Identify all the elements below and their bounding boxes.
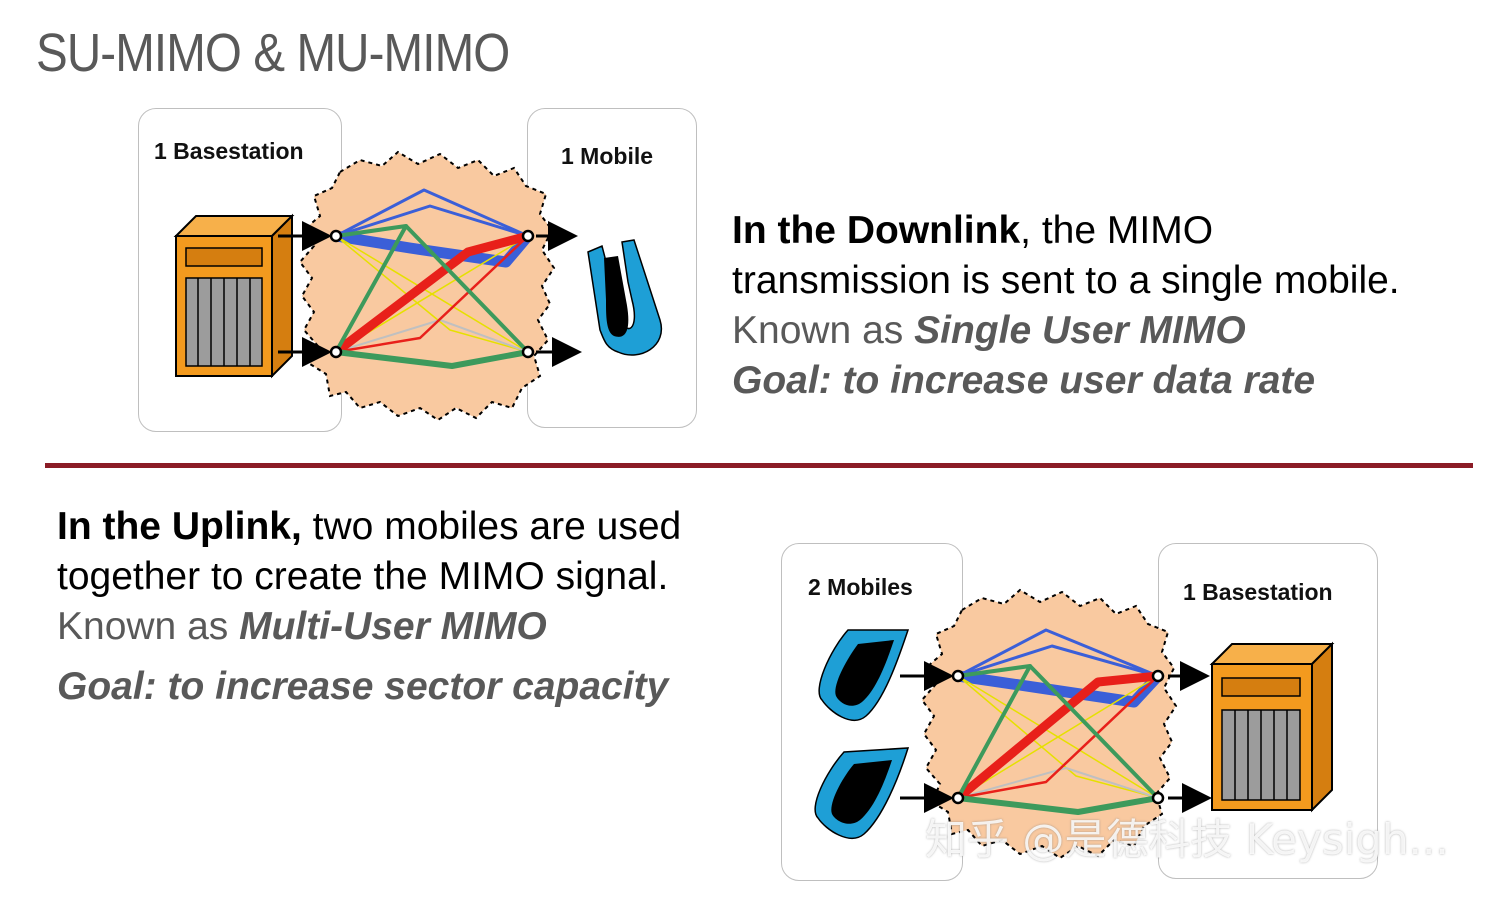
uplink-line-2: together to create the MIMO signal. bbox=[57, 555, 669, 598]
downlink-goal: Goal: to increase user data rate bbox=[732, 356, 1315, 406]
uplink-goal-text: Goal: to increase sector capacity bbox=[57, 665, 669, 708]
downlink-known-term: Single User MIMO bbox=[914, 309, 1246, 352]
mobile-phone-icon-upper bbox=[818, 629, 910, 721]
basestation-icon-top bbox=[173, 213, 295, 379]
basestation-icon-bottom bbox=[1209, 641, 1335, 813]
downlink-line-2: transmission is sent to a single mobile. bbox=[732, 259, 1400, 302]
mobile-phone-icon-top bbox=[587, 239, 663, 356]
uplink-known-as: Known as Multi-User MIMO bbox=[57, 602, 547, 652]
section-divider bbox=[45, 463, 1473, 468]
uplink-line-1: In the Uplink, two mobiles are used bbox=[57, 502, 681, 552]
uplink-known-term: Multi-User MIMO bbox=[239, 605, 547, 648]
uplink-bold-lead: In the Uplink, bbox=[57, 505, 302, 548]
basestation-label-bottom: 1 Basestation bbox=[1183, 579, 1333, 605]
downlink-known-prefix: Known as bbox=[732, 309, 915, 352]
antenna-arrows-top bbox=[278, 221, 582, 367]
downlink-line-1: In the Downlink, the MIMO bbox=[732, 206, 1213, 256]
downlink-known-as: Known as Single User MIMO bbox=[732, 306, 1246, 356]
antenna-nodes-bottom bbox=[951, 669, 1165, 805]
page-title: SU-MIMO & MU-MIMO bbox=[36, 23, 510, 83]
uplink-line1-rest: two mobiles are used bbox=[301, 505, 682, 548]
basestation-label-top: 1 Basestation bbox=[154, 138, 304, 164]
signal-paths-top bbox=[333, 188, 533, 369]
downlink-goal-text: Goal: to increase user data rate bbox=[732, 359, 1316, 402]
downlink-bold-lead: In the Downlink bbox=[732, 209, 1021, 252]
uplink-goal: Goal: to increase sector capacity bbox=[57, 662, 668, 712]
uplink-known-prefix: Known as bbox=[57, 605, 240, 648]
antenna-nodes-top bbox=[329, 229, 535, 359]
signal-paths-bottom bbox=[955, 628, 1163, 815]
mobile-phone-icon-lower bbox=[814, 747, 910, 839]
watermark: 知乎 @是德科技 Keysigh... bbox=[925, 815, 1449, 864]
mobiles-label-bottom: 2 Mobiles bbox=[808, 574, 913, 600]
antenna-arrows-bottom bbox=[900, 661, 1212, 813]
mobile-label-top: 1 Mobile bbox=[561, 143, 654, 169]
downlink-line1-rest: , the MIMO bbox=[1020, 209, 1214, 252]
